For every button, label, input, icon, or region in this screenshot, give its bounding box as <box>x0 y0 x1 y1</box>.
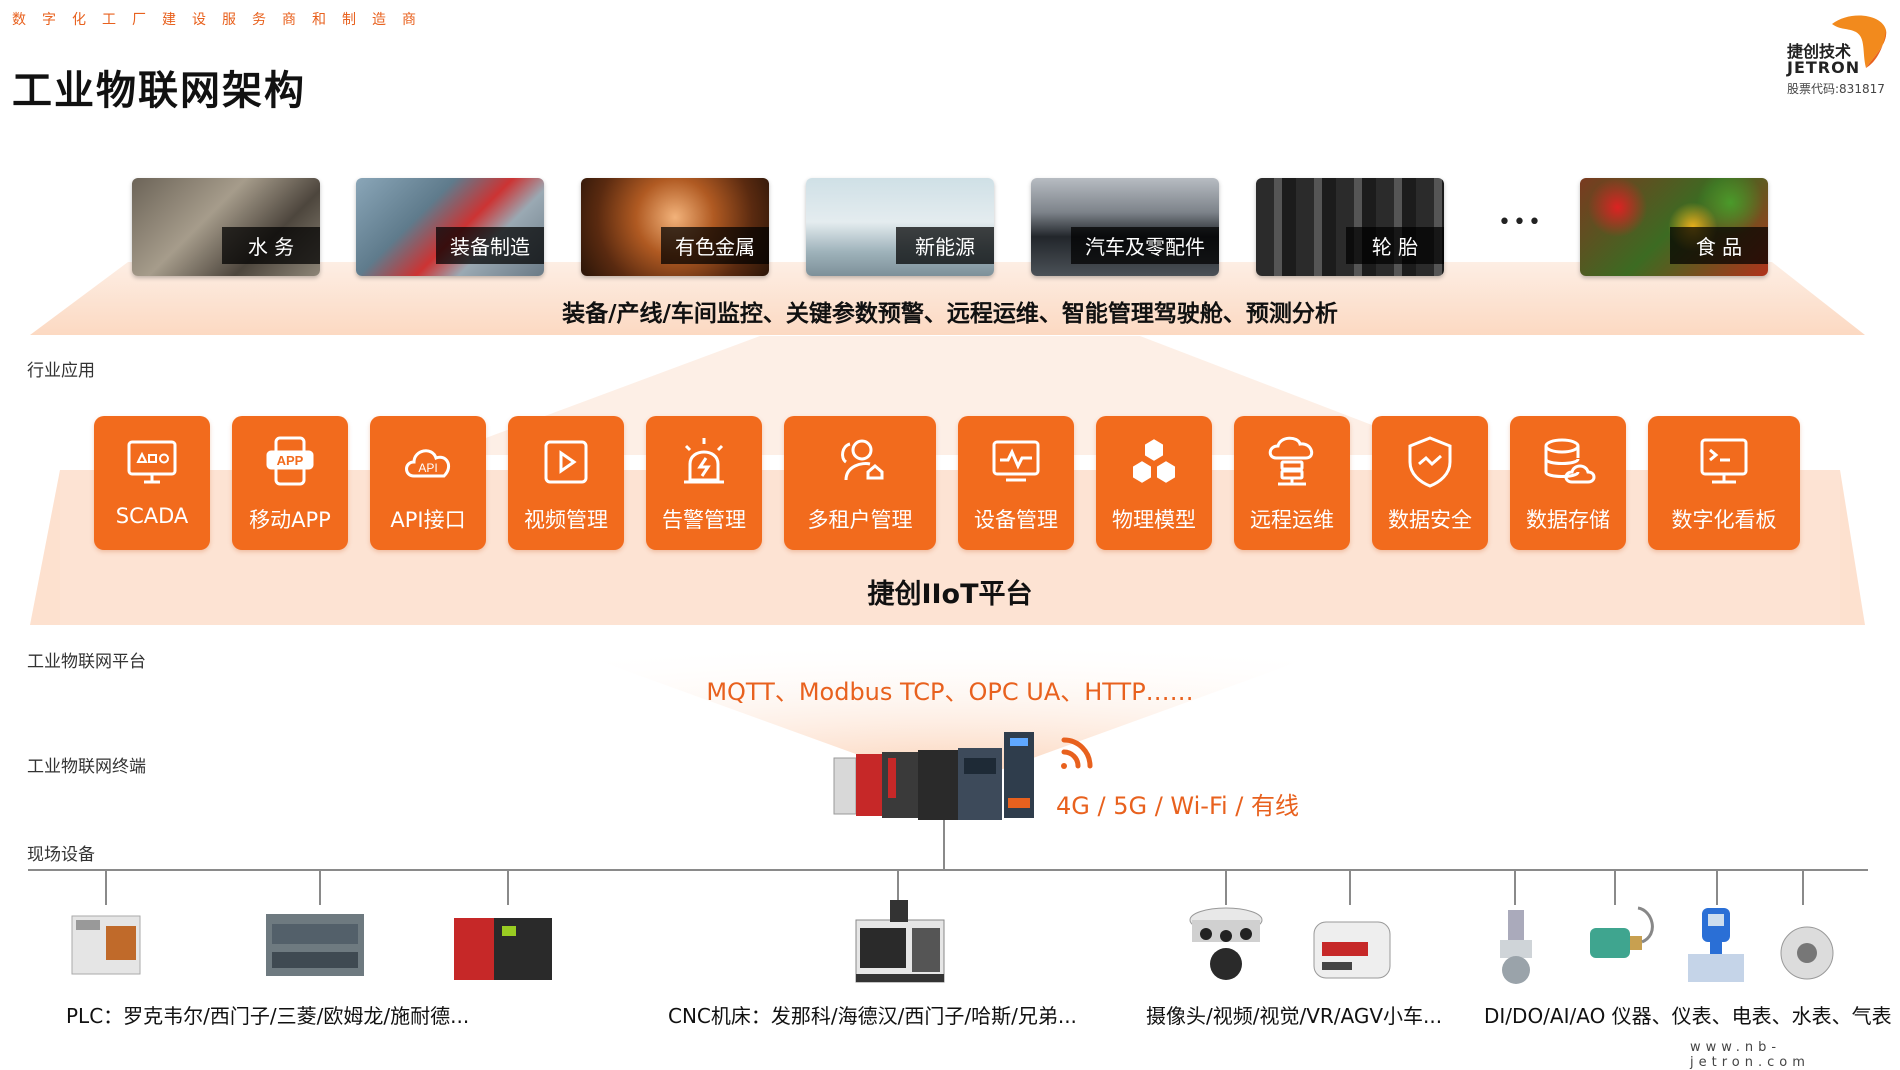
svg-text:API: API <box>418 461 437 475</box>
industry-label: 装备制造 <box>436 227 544 264</box>
tile-data-storage[interactable]: 数据存储 <box>1510 416 1626 550</box>
tile-api[interactable]: API API接口 <box>370 416 486 550</box>
plc-rack-icon <box>454 918 552 980</box>
tile-digital-dashboard[interactable]: 数字化看板 <box>1648 416 1800 550</box>
device-label-cnc: CNC机床：发那科/海德汉/西门子/哈斯/兄弟... <box>668 1004 1077 1028</box>
industry-card-food[interactable]: 食 品 <box>1580 178 1768 276</box>
tile-label: 数据安全 <box>1388 508 1472 532</box>
tile-device-management[interactable]: 设备管理 <box>958 416 1074 550</box>
tile-label: 数据存储 <box>1526 508 1610 532</box>
industry-card-equipment[interactable]: 装备制造 <box>356 178 544 276</box>
industry-card-water[interactable]: 水 务 <box>132 178 320 276</box>
tile-label: 视频管理 <box>524 508 608 532</box>
wireless-options: 4G / 5G / Wi-Fi / 有线 <box>1056 792 1300 820</box>
protocol-list: MQTT、Modbus TCP、OPC UA、HTTP…… <box>706 678 1194 706</box>
tagline: 数字化工厂建设服务商和制造商 <box>12 12 432 28</box>
page-title: 工业物联网架构 <box>12 68 306 114</box>
tile-label: 设备管理 <box>974 508 1058 532</box>
agv-robot-icon <box>1313 921 1391 979</box>
logo-chinese-name: 捷创技术 <box>1787 42 1852 61</box>
industry-label: 汽车及零配件 <box>1071 227 1219 264</box>
tile-label: API接口 <box>390 508 466 532</box>
layer-label-iiot-platform: 工业物联网平台 <box>27 652 146 672</box>
layer-label-industry-app: 行业应用 <box>27 361 95 381</box>
tile-label: 多租户管理 <box>807 508 913 532</box>
svg-text:APP: APP <box>277 453 304 468</box>
industry-card-new-energy[interactable]: 新能源 <box>806 178 994 276</box>
device-chart-icon <box>992 440 1040 482</box>
tile-data-security[interactable]: 数据安全 <box>1372 416 1488 550</box>
logo-english-name: JETRON <box>1787 58 1861 77</box>
layer-label-iiot-terminal: 工业物联网终端 <box>27 757 146 777</box>
app-icon: APP <box>266 436 314 486</box>
control-valve-icon <box>1500 910 1532 984</box>
industry-label: 食 品 <box>1670 227 1768 264</box>
tile-label: 远程运维 <box>1250 508 1334 532</box>
gateway-devices-icon <box>833 732 1034 820</box>
tile-multi-tenant[interactable]: 多租户管理 <box>784 416 936 550</box>
cloud-server-icon <box>1268 436 1314 486</box>
proximity-sensor-icon <box>1590 906 1654 958</box>
industry-solutions-headline: 装备/产线/车间监控、关键参数预警、远程运维、智能管理驾驶舱、预测分析 <box>562 301 1338 327</box>
alarm-icon <box>684 438 724 484</box>
device-label-plc: PLC：罗克韦尔/西门子/三菱/欧姆龙/施耐德... <box>66 1004 470 1028</box>
industry-label: 有色金属 <box>661 227 769 264</box>
jetron-logo-icon <box>1832 15 1887 68</box>
api-cloud-icon: API <box>405 449 450 478</box>
industry-label: 新能源 <box>896 227 994 264</box>
industry-label: 轮 胎 <box>1346 227 1444 264</box>
industry-card-tire[interactable]: 轮 胎 <box>1256 178 1444 276</box>
tile-mobile-app[interactable]: APP 移动APP <box>232 416 348 550</box>
play-icon <box>544 440 588 484</box>
wifi-signal-icon <box>1061 737 1093 769</box>
flow-meter-icon <box>1688 908 1744 982</box>
tile-label: 数字化看板 <box>1671 508 1777 532</box>
layer-label-field-devices: 现场设备 <box>27 845 95 865</box>
website-url: www.nb-jetron.com <box>1690 1040 1810 1070</box>
database-cloud-icon <box>1544 438 1596 484</box>
tile-label: 移动APP <box>249 508 331 532</box>
shield-icon <box>1408 436 1452 488</box>
industry-card-automotive[interactable]: 汽车及零配件 <box>1031 178 1219 276</box>
tile-scada[interactable]: SCADA <box>94 416 210 550</box>
tile-video[interactable]: 视频管理 <box>508 416 624 550</box>
cubes-icon <box>1131 436 1177 486</box>
tile-alarm[interactable]: 告警管理 <box>646 416 762 550</box>
plc-compact-icon <box>71 915 141 975</box>
stock-code: 股票代码:831817 <box>1787 82 1885 96</box>
tile-label: 物理模型 <box>1112 508 1196 532</box>
terminal-icon <box>1700 438 1748 484</box>
plc-s7-icon <box>266 914 364 976</box>
tile-label: SCADA <box>115 504 189 528</box>
cnc-machine-icon <box>855 900 945 983</box>
platform-name: 捷创IIoT平台 <box>867 579 1033 610</box>
device-label-camera: 摄像头/视频/视觉/VR/AGV小车... <box>1146 1004 1443 1028</box>
encoder-icon <box>1780 926 1834 980</box>
industry-card-nonferrous[interactable]: 有色金属 <box>581 178 769 276</box>
industry-label: 水 务 <box>222 227 320 264</box>
tile-label: 告警管理 <box>662 508 746 532</box>
monitor-icon <box>127 440 177 484</box>
users-icon <box>841 439 884 481</box>
device-label-io: DI/DO/AI/AO 仪器、仪表、电表、水表、气表 <box>1484 1004 1892 1028</box>
tile-physical-model[interactable]: 物理模型 <box>1096 416 1212 550</box>
tile-remote-ops[interactable]: 远程运维 <box>1234 416 1350 550</box>
more-industries-ellipsis: ••• <box>1498 210 1543 235</box>
camera-icon <box>1189 907 1263 980</box>
